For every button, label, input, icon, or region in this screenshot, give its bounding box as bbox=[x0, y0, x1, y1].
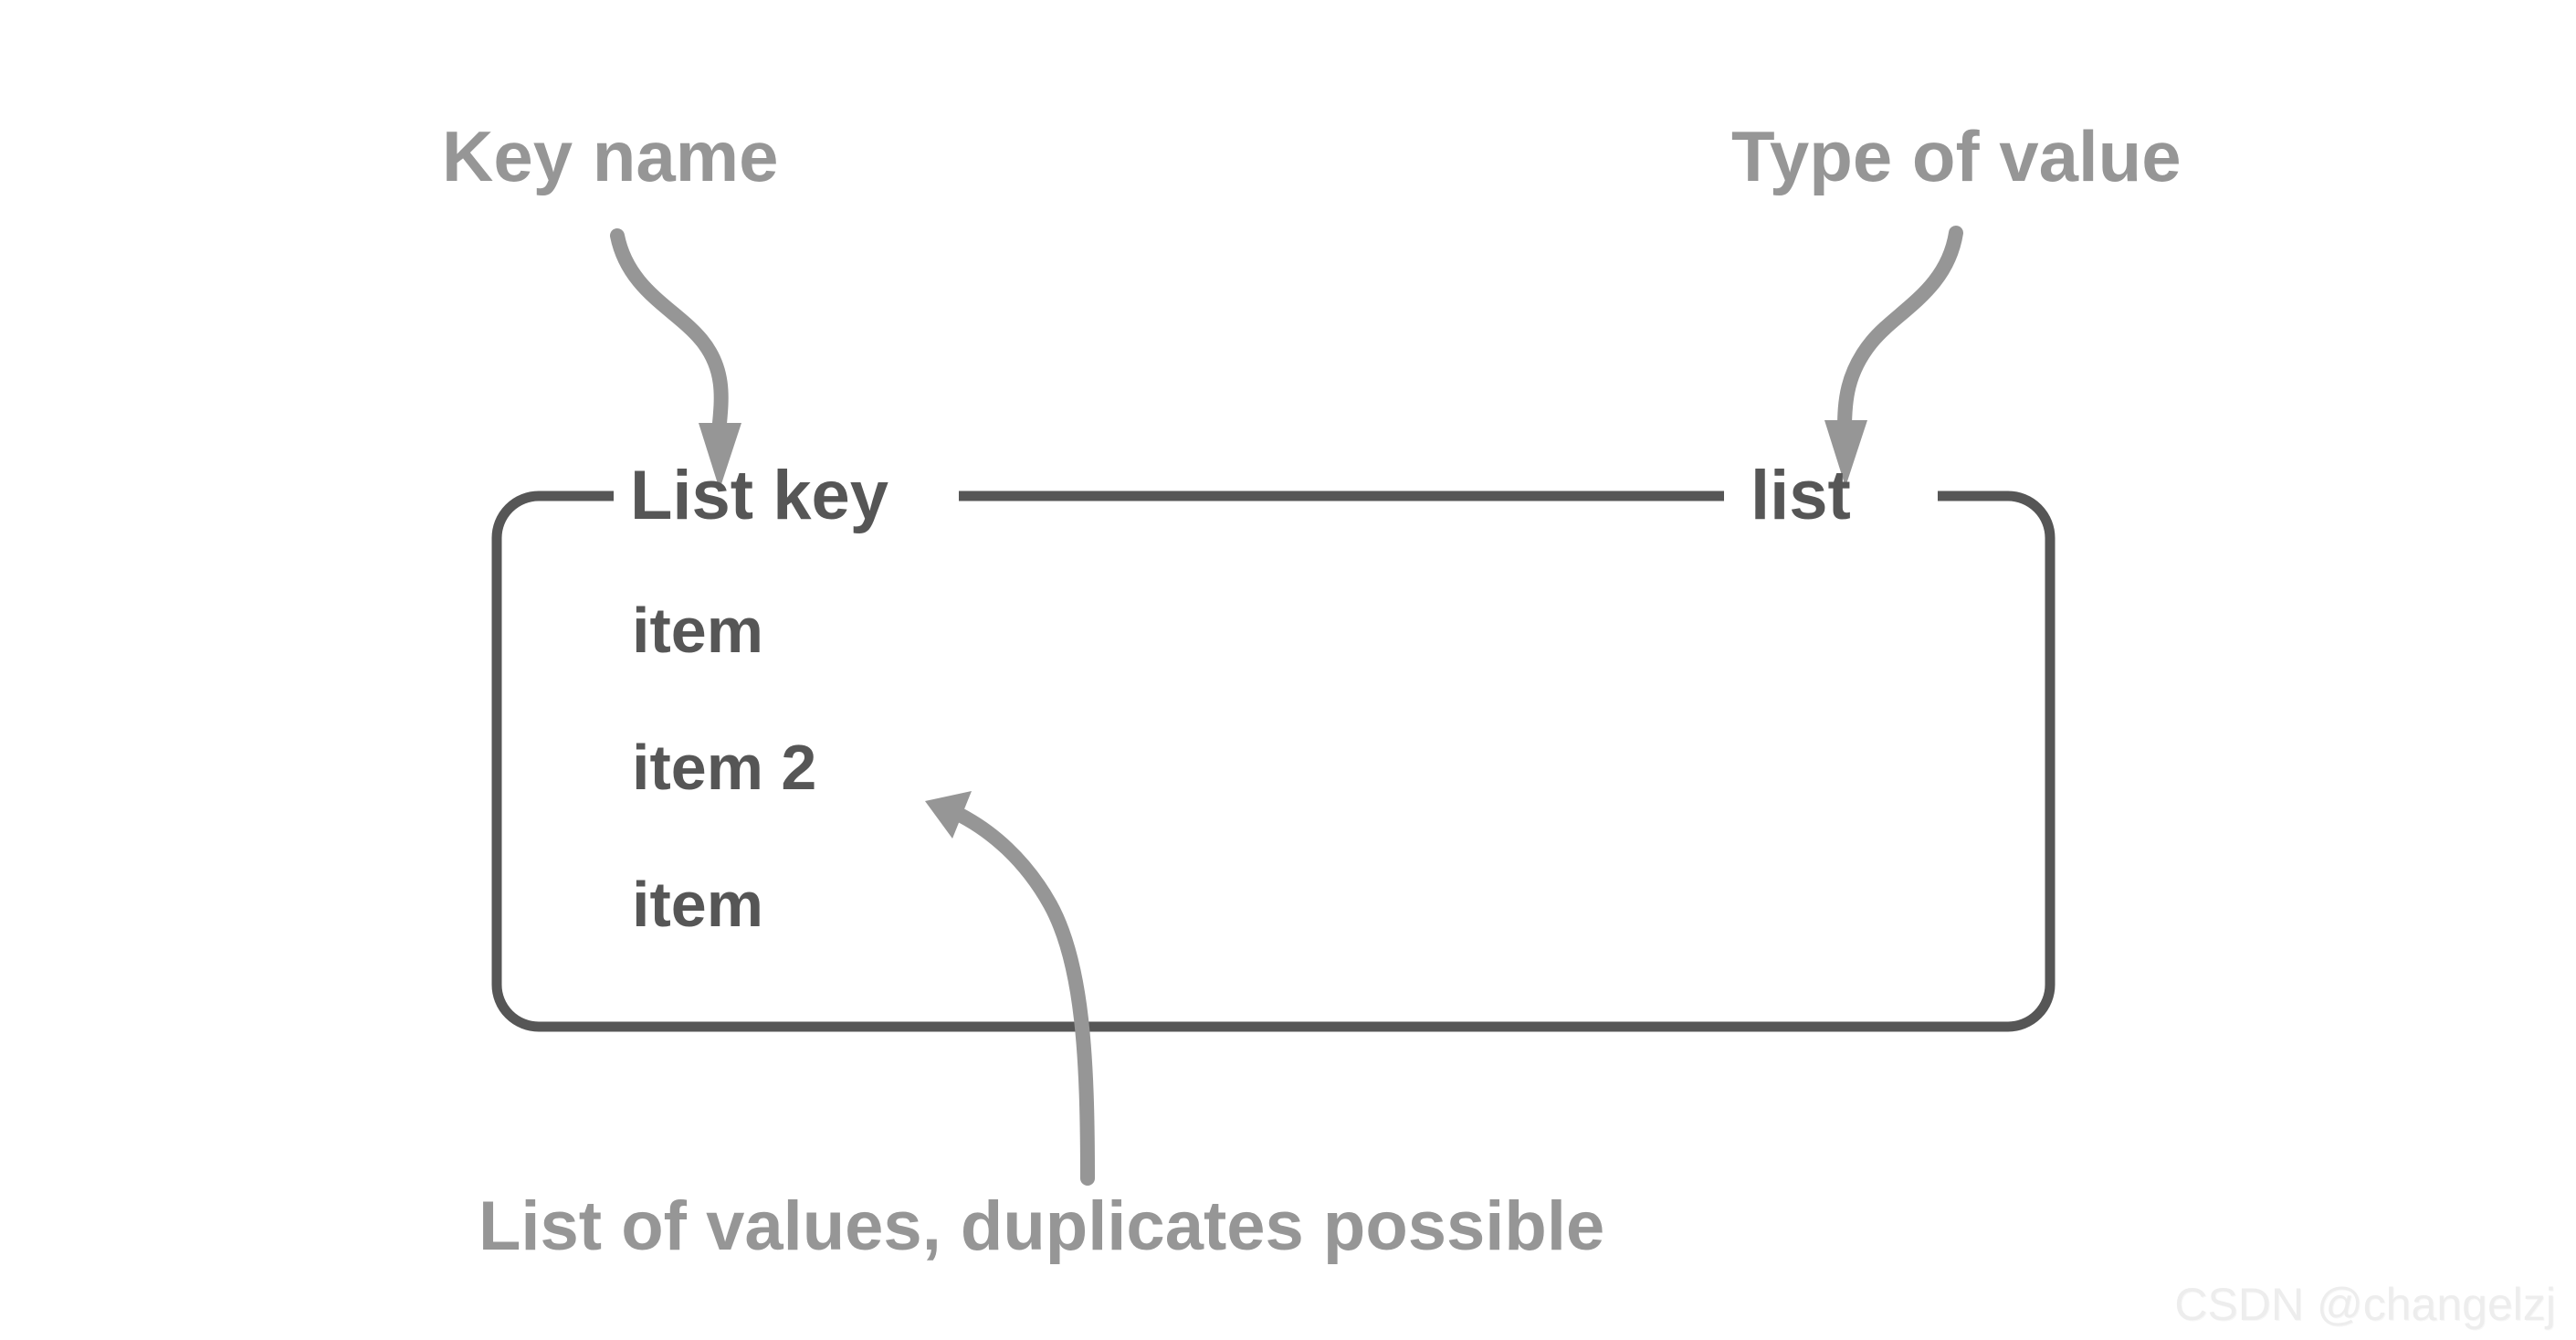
annotation-list-of-values: List of values, duplicates possible bbox=[478, 1187, 1605, 1265]
arrow-key-name-shaft bbox=[610, 228, 729, 440]
annotation-key-name: Key name bbox=[442, 116, 779, 196]
list-container-box bbox=[491, 491, 2056, 1032]
arrow-key-name bbox=[610, 228, 741, 490]
arrow-key-name-head bbox=[699, 423, 741, 490]
list-item: item 2 bbox=[632, 732, 817, 803]
annotation-type-of-value: Type of value bbox=[1731, 116, 2182, 196]
arrow-list-of-values-head bbox=[925, 791, 972, 839]
list-item: item bbox=[632, 869, 763, 940]
arrow-list-of-values-shaft bbox=[954, 808, 1095, 1186]
value-type-label: list bbox=[1751, 457, 1851, 534]
arrow-type-of-value bbox=[1824, 226, 1963, 487]
arrow-list-of-values bbox=[925, 791, 1095, 1186]
arrow-type-of-value-shaft bbox=[1837, 226, 1963, 437]
list-key-label: List key bbox=[630, 457, 889, 534]
box-outline-main bbox=[491, 491, 2056, 1032]
list-item: item bbox=[632, 595, 763, 666]
list-items: item item 2 item bbox=[632, 598, 816, 1009]
watermark: CSDN @changelzj bbox=[2174, 1279, 2556, 1330]
arrow-type-of-value-head bbox=[1824, 420, 1867, 487]
